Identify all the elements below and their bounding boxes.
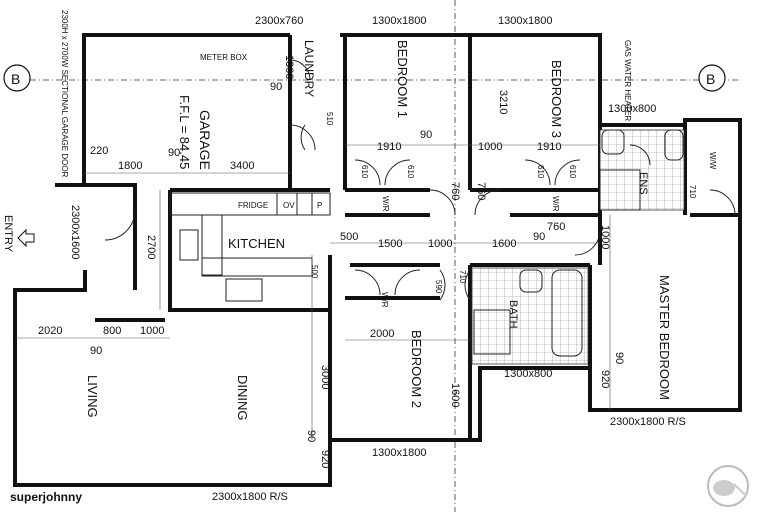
wet-areas	[471, 129, 685, 365]
svg-text:B: B	[11, 71, 20, 87]
svg-text:1000: 1000	[478, 141, 502, 153]
svg-text:90: 90	[533, 231, 545, 243]
gas-heater-label: GAS WATER HEATER	[623, 40, 632, 121]
svg-text:90: 90	[90, 345, 102, 357]
svg-text:710: 710	[458, 270, 467, 284]
dimension-labels: 2300x760 1300x1800 1300x1800 1300x800 13…	[38, 15, 697, 503]
door-swings	[104, 59, 736, 301]
svg-text:1300x800: 1300x800	[608, 103, 656, 115]
ov-label: OV	[283, 201, 295, 210]
svg-text:710: 710	[688, 185, 697, 199]
svg-text:1300: 1300	[283, 55, 295, 79]
svg-text:920: 920	[599, 370, 611, 388]
svg-text:760: 760	[449, 182, 461, 200]
svg-text:2300x760: 2300x760	[255, 15, 303, 27]
sectional-door-label: 2300H x 2700W SECTIONAL GARAGE DOOR	[60, 10, 69, 178]
bedroom3-label: BEDROOM 3	[549, 60, 564, 138]
svg-text:90: 90	[270, 81, 282, 93]
ens-label: ENS	[637, 172, 649, 195]
svg-text:1910: 1910	[537, 141, 561, 153]
svg-text:90: 90	[305, 430, 317, 442]
svg-text:610: 610	[406, 165, 415, 179]
svg-text:920: 920	[319, 450, 331, 468]
svg-text:1600: 1600	[492, 238, 516, 250]
exterior-walls	[13, 33, 742, 487]
dimension-lines	[15, 144, 611, 440]
entry-label: ENTRY	[2, 215, 14, 253]
laundry-label: LAUNDRY	[302, 40, 316, 97]
svg-text:2700: 2700	[145, 235, 157, 259]
svg-text:2020: 2020	[38, 325, 62, 337]
svg-text:220: 220	[90, 145, 108, 157]
svg-text:1300x1800: 1300x1800	[372, 15, 426, 27]
wir-label-3: W/R	[551, 196, 560, 212]
svg-text:3000: 3000	[319, 365, 331, 389]
svg-text:1800: 1800	[118, 160, 142, 172]
svg-text:1300x800: 1300x800	[504, 368, 552, 380]
svg-text:B: B	[706, 71, 715, 87]
svg-text:2300x1800 R/S: 2300x1800 R/S	[212, 491, 288, 503]
room-labels: GARAGE F.F.L = 84.45 METER BOX LAUNDRY B…	[2, 10, 717, 421]
ffl-label: F.F.L = 84.45	[177, 95, 192, 169]
living-label: LIVING	[85, 375, 100, 418]
dining-label: DINING	[235, 375, 250, 421]
wir-label-2: W/R	[380, 292, 389, 308]
svg-text:90: 90	[420, 129, 432, 141]
svg-text:760: 760	[475, 182, 487, 200]
bedroom1-label: BEDROOM 1	[395, 40, 410, 118]
kitchen-label: KITCHEN	[228, 236, 285, 251]
p-label: P	[317, 201, 322, 210]
svg-text:1300x1800: 1300x1800	[498, 15, 552, 27]
svg-text:3400: 3400	[230, 160, 254, 172]
svg-text:1000: 1000	[599, 225, 611, 249]
bath-label: BATH	[507, 300, 519, 329]
kiwi-logo-icon	[707, 465, 749, 507]
svg-text:90: 90	[613, 352, 625, 364]
svg-text:760: 760	[547, 221, 565, 233]
entry-arrow-icon	[17, 228, 35, 248]
svg-text:610: 610	[360, 165, 369, 179]
svg-text:1000: 1000	[428, 238, 452, 250]
svg-text:1500: 1500	[378, 238, 402, 250]
svg-text:3210: 3210	[497, 90, 509, 114]
svg-text:500: 500	[310, 265, 319, 279]
wir-master-label: W/W	[708, 152, 717, 170]
svg-text:590: 590	[434, 280, 443, 294]
section-marker-right: B	[698, 64, 726, 92]
garage-label: GARAGE	[197, 110, 213, 170]
svg-text:1910: 1910	[377, 141, 401, 153]
bedroom2-label: BEDROOM 2	[409, 330, 424, 408]
svg-text:500: 500	[340, 231, 358, 243]
svg-text:610: 610	[568, 165, 577, 179]
fridge-label: FRIDGE	[238, 201, 268, 210]
section-marker-left: B	[3, 64, 31, 92]
watermark-text: superjohnny	[6, 487, 93, 508]
wir-label-1: W/R	[381, 196, 390, 212]
svg-text:610: 610	[536, 165, 545, 179]
svg-text:1000: 1000	[140, 325, 164, 337]
svg-text:510: 510	[325, 112, 334, 126]
svg-text:1600: 1600	[449, 383, 461, 407]
svg-text:1300x1800: 1300x1800	[372, 447, 426, 459]
svg-text:2300x1600: 2300x1600	[69, 205, 81, 259]
master-bedroom-label: MASTER BEDROOM	[657, 275, 672, 400]
svg-text:2300x1800 R/S: 2300x1800 R/S	[610, 416, 686, 428]
svg-text:90: 90	[168, 147, 180, 159]
svg-text:800: 800	[103, 325, 121, 337]
meter-box-label: METER BOX	[200, 53, 248, 62]
svg-text:2000: 2000	[370, 328, 394, 340]
